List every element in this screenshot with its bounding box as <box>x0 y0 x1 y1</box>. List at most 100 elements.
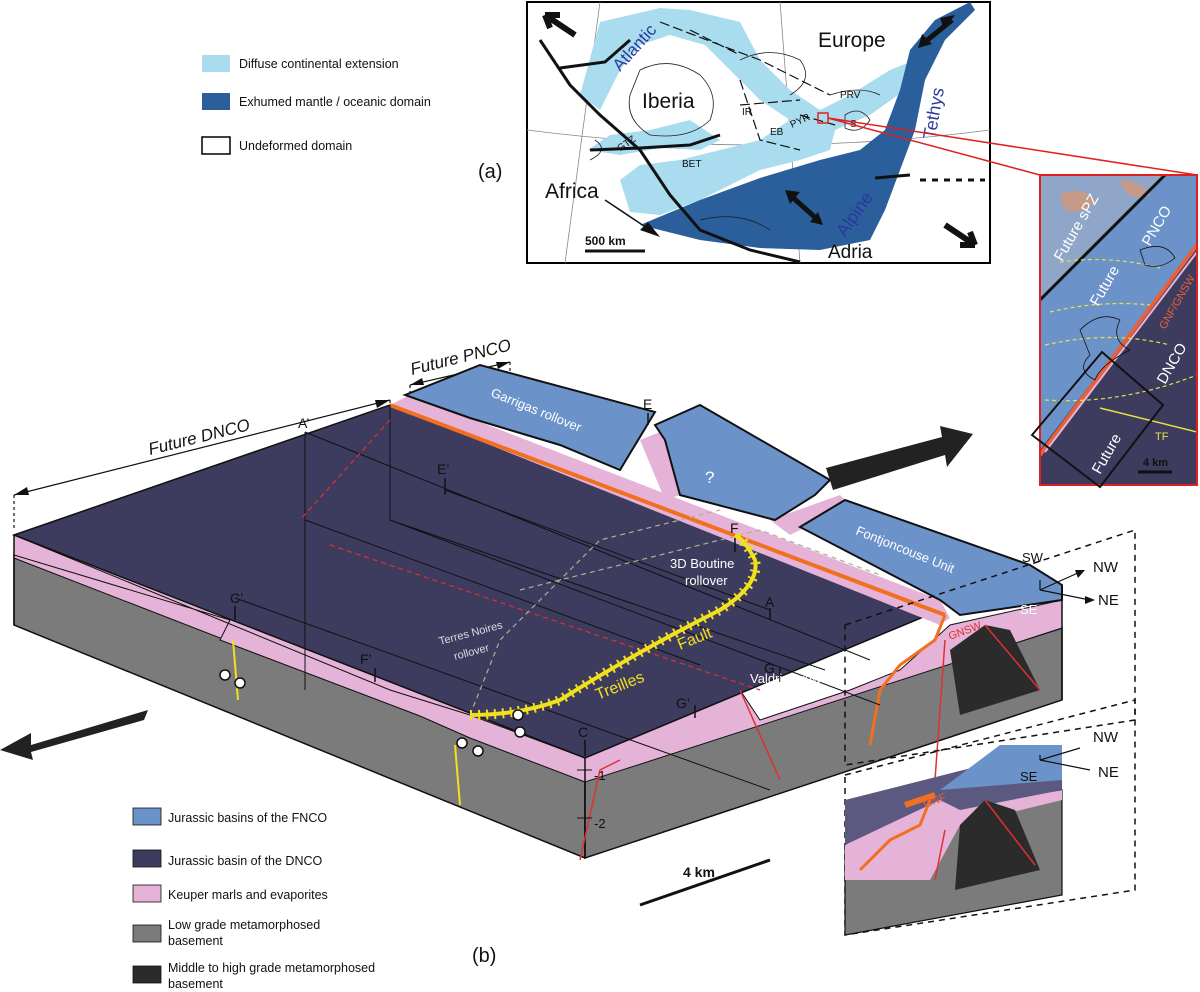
map-label-iberia: Iberia <box>642 90 695 113</box>
inset-spz-boundary <box>1040 175 1167 302</box>
legend-item-undeformed: Undeformed domain <box>201 136 352 155</box>
map-label-prv: PRV <box>840 90 861 101</box>
depth-tick-1: -1 <box>594 768 606 783</box>
top-legend: Diffuse continental extension Exhumed ma… <box>201 55 431 155</box>
map-plate-boundary <box>538 38 911 263</box>
map-label-europe: Europe <box>818 29 886 52</box>
map-arrow-se <box>943 222 978 248</box>
legend-label-exhumed: Exhumed mantle / oceanic domain <box>239 95 431 109</box>
legend-item-diffuse-extension: Diffuse continental extension <box>202 55 399 72</box>
map-transforms <box>659 21 836 151</box>
section-tick-marks <box>234 413 781 756</box>
label-a: A <box>765 594 775 610</box>
zoom-connector-lines <box>827 117 1198 176</box>
legend-item-low-grade: Low grade metamorphosed basement <box>132 918 320 948</box>
paleogeographic-map: Europe Iberia Africa Adria Atlantic Teth… <box>526 1 991 264</box>
label-c: C <box>578 724 588 740</box>
map-extension-zone <box>580 8 915 215</box>
compass-se: SE <box>1020 602 1038 617</box>
map-scale-bar: 500 km <box>585 234 645 253</box>
front-yellow-faults <box>232 639 461 806</box>
arrow-ne-big <box>826 426 973 490</box>
legend-label-undeformed: Undeformed domain <box>239 139 352 153</box>
map-oceanic-domain <box>640 2 975 250</box>
map-label-africa: Africa <box>545 180 599 203</box>
inset-frame <box>1039 174 1198 486</box>
gnsw-fault-trace <box>389 403 946 617</box>
bottom-legend: Jurassic basins of the FNCO Jurassic bas… <box>132 807 375 991</box>
map-arrow-adria <box>788 193 820 222</box>
front-keuper-thick <box>13 534 586 783</box>
block-scale-label: 4 km <box>683 864 715 880</box>
inset-scale-bar: 4 km <box>1138 457 1172 474</box>
inset-gnf-line-light <box>1044 251 1197 453</box>
compass-se-2: SE <box>1020 769 1038 784</box>
compass-sw: SW <box>1022 550 1044 565</box>
label-c-prime: C’ <box>230 590 243 606</box>
label-f: F <box>730 520 739 536</box>
map-label-bet: BET <box>682 159 701 170</box>
map-arrow-nw <box>542 12 577 38</box>
legend-item-high-grade: Middle to high grade metamorphosed basem… <box>132 961 375 991</box>
legend-label-keuper: Keuper marls and evaporites <box>168 888 328 902</box>
arrow-sw-big <box>0 710 148 760</box>
label-future-dnco: Future DNCO <box>146 415 251 459</box>
inset-spz-patches <box>1060 180 1150 212</box>
legend-label-dnco: Jurassic basin of the DNCO <box>168 854 323 868</box>
map-strike-slip-arrow <box>604 199 651 231</box>
inset-tf-line <box>1099 407 1197 433</box>
panel-label-b: (b) <box>472 945 496 967</box>
inset-yellow-dashed <box>1044 258 1197 402</box>
compass-ne: NE <box>1098 592 1119 609</box>
inset-scale-label: 4 km <box>1143 457 1168 469</box>
map-arrowhead-4 <box>810 212 823 225</box>
inset-block-outline <box>1030 350 1165 489</box>
legend-item-dnco: Jurassic basin of the DNCO <box>132 849 323 868</box>
map-arrowhead-2 <box>918 34 932 48</box>
label-e: E <box>643 396 652 412</box>
legend-label-low-grade-2: basement <box>168 934 223 948</box>
keuper-branch-1 <box>640 430 680 500</box>
legend-item-fnco: Jurassic basins of the FNCO <box>132 807 327 826</box>
legend-swatch-exhumed <box>202 93 230 110</box>
block-edges <box>13 535 1063 858</box>
label-valdria-2: fold pair <box>762 688 809 703</box>
front-red-faults <box>579 624 1041 861</box>
depth-tick-2: -2 <box>594 816 606 831</box>
map-strike-slip-head <box>640 222 660 237</box>
gnsw-fault-side <box>868 614 947 746</box>
map-coastlines <box>589 52 881 231</box>
legend-label-high-grade-2: basement <box>168 977 223 991</box>
map-label-adria: Adria <box>828 242 873 263</box>
label-g-prime: G’ <box>676 695 690 711</box>
secondary-block: NW SE NE GNF <box>844 729 1119 936</box>
compass-ne-2: NE <box>1098 764 1119 781</box>
legend-label-fnco: Jurassic basins of the FNCO <box>168 811 327 825</box>
compass-nw-2: NW <box>1093 729 1119 746</box>
orientation-compass-top: SW NW SE NE <box>1020 550 1119 617</box>
legend-swatch-diffuse <box>202 55 230 72</box>
label-boutine-1: 3D Boutine <box>670 556 734 571</box>
garrigas-block <box>402 363 657 472</box>
map-arrowhead-3 <box>785 190 800 204</box>
map-label-eb: EB <box>770 127 784 138</box>
depth-ticks: -1 -2 <box>577 768 606 831</box>
label-e-prime: E’ <box>437 461 449 477</box>
block-scale-bar: 4 km <box>639 858 771 907</box>
right-middle-basement <box>950 625 1040 715</box>
legend-swatch-undeformed <box>201 136 231 155</box>
compass-nw: NW <box>1093 559 1119 576</box>
label-g: G <box>764 660 775 676</box>
legend-label-diffuse: Diffuse continental extension <box>239 57 399 71</box>
panel-label-a: (a) <box>478 161 502 183</box>
label-valdria-1: Valdria growth <box>750 671 832 686</box>
label-a-prime: A’ <box>298 415 309 431</box>
block-diagram: Future DNCO Future PNCO <box>0 336 1136 936</box>
treilles-teeth <box>469 530 761 720</box>
label-f-prime: F’ <box>360 651 372 667</box>
grey-dashed-lines <box>469 509 881 716</box>
inset-gnf-line <box>1040 243 1197 457</box>
red-dashed-lines <box>299 419 761 691</box>
label-boutine-2: rollover <box>685 573 728 588</box>
